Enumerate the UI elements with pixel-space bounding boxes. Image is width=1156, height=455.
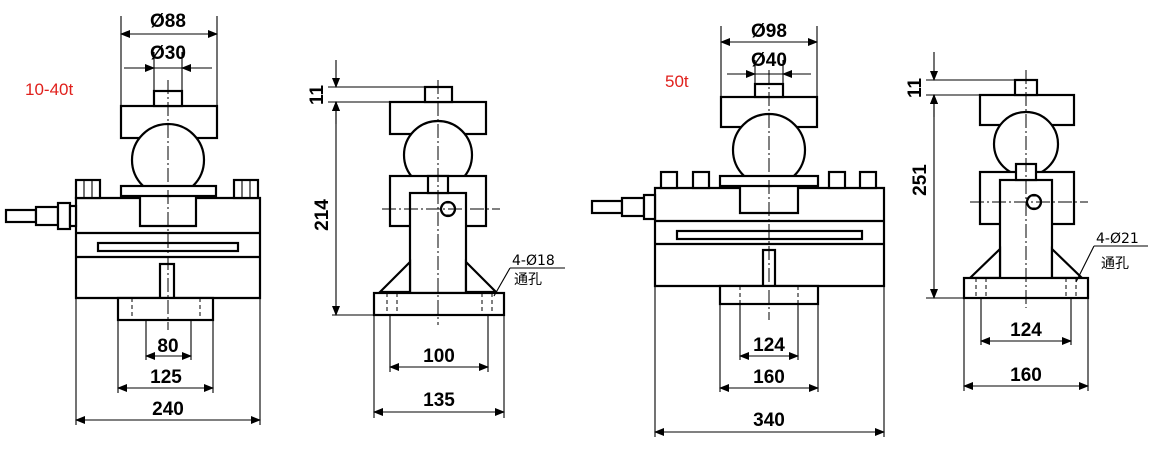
hole-note-18: 4-Ø18: [512, 253, 555, 269]
front-view-50t: Ø98 Ø40 124 160 340: [590, 21, 886, 437]
dim-11-side-50t-label: 11: [905, 78, 926, 99]
dim-11-label: 11: [307, 85, 328, 106]
dim-124-front-label: 124: [753, 335, 785, 356]
dim-100-label: 100: [423, 346, 455, 367]
dim-135-label: 135: [423, 390, 455, 411]
dim-251-label: 251: [910, 164, 931, 196]
dia-88-label: Ø88: [150, 11, 186, 32]
model-label-50t: 50t: [665, 72, 689, 91]
dim-124-side-label: 124: [1010, 320, 1042, 341]
dim-125-label: 125: [150, 367, 182, 388]
dia-40-label: Ø40: [751, 50, 787, 71]
model-label-10-40t: 10-40t: [25, 80, 73, 99]
dia-98-label: Ø98: [751, 21, 787, 42]
dim-214-label: 214: [312, 199, 333, 231]
side-view-50t: 11 251 124 160 4-Ø21 通孔: [905, 52, 1148, 391]
front-view-10-40t: Ø88 Ø30 80 125 240: [4, 11, 262, 425]
hole-note-21: 4-Ø21: [1096, 231, 1139, 247]
hole-note-21-through: 通孔: [1101, 256, 1129, 272]
dim-340-label: 340: [753, 410, 785, 431]
side-view-10-40t: 11 214 100 135 4-Ø18 通孔: [307, 60, 565, 418]
dim-80-label: 80: [157, 336, 178, 357]
dim-160-front-label: 160: [753, 367, 785, 388]
dim-160-side-label: 160: [1010, 365, 1042, 386]
hole-note-18-through: 通孔: [514, 272, 542, 288]
dia-30-label: Ø30: [150, 43, 186, 64]
dim-240-label: 240: [152, 399, 184, 420]
